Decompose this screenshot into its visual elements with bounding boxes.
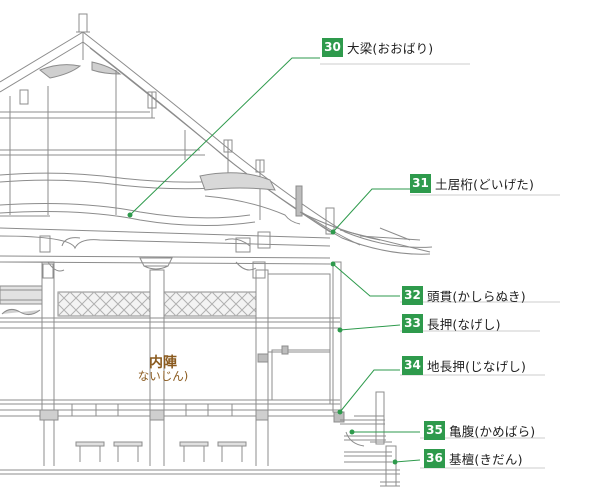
- callout-label: 地長押(じなげし): [427, 359, 527, 374]
- callout-number: 36: [424, 449, 445, 468]
- lower-base: [0, 399, 400, 475]
- callout-number: 35: [424, 421, 445, 440]
- callout-number: 33: [402, 314, 423, 333]
- callout-33: 33 長押(なげし): [402, 314, 501, 333]
- callout-31: 31 土居桁(どいげた): [410, 174, 534, 193]
- pillars: [0, 261, 342, 413]
- callout-label: 大梁(おおばり): [347, 41, 434, 56]
- label-underlines: [320, 63, 560, 469]
- callout-label: 基檀(きだん): [449, 452, 523, 467]
- leader-dots: [127, 212, 398, 465]
- main-roof: [0, 31, 433, 255]
- inner-sanctum-reading: ないじん): [137, 369, 189, 383]
- leader-lines: [129, 57, 421, 463]
- callout-label: 土居桁(どいげた): [435, 177, 535, 192]
- upper-beam: [0, 227, 331, 279]
- inner-sanctum-label: 内陣: [149, 355, 177, 371]
- side-wall: [257, 273, 331, 405]
- callout-32: 32 頭貫(かしらぬき): [402, 286, 526, 305]
- callout-label: 長押(なげし): [427, 317, 501, 332]
- callout-number: 32: [402, 286, 423, 305]
- callout-30: 30 大梁(おおばり): [322, 38, 433, 57]
- roof-truss: [0, 70, 381, 241]
- lattice-panels: [57, 291, 257, 317]
- roof-finial: [76, 13, 90, 60]
- callout-label: 頭貫(かしらぬき): [427, 289, 526, 304]
- callout-number: 31: [410, 174, 431, 193]
- callout-35: 35 亀腹(かめばら): [424, 421, 535, 440]
- callout-34: 34 地長押(じなげし): [402, 356, 526, 375]
- callout-number: 30: [322, 38, 343, 57]
- callout-label: 亀腹(かめばら): [449, 424, 536, 439]
- callout-number: 34: [402, 356, 423, 375]
- left-bracket-band: [0, 285, 43, 316]
- right-base: [333, 391, 400, 487]
- callout-36: 36 基檀(きだん): [424, 449, 523, 468]
